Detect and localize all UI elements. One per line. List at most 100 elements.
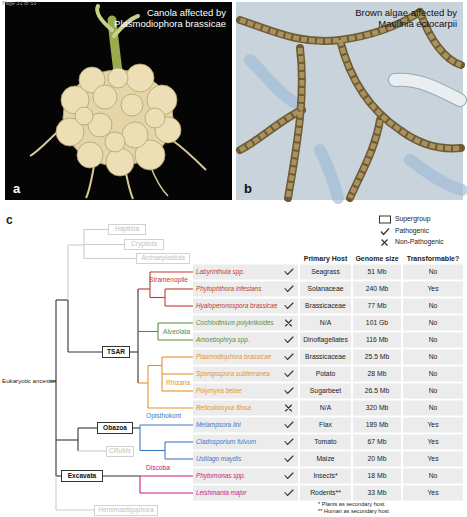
clubroot-photo-part-part — [93, 85, 117, 109]
table-cell: Potato — [316, 371, 336, 378]
panel-letter: b — [244, 182, 252, 195]
legend-text: Non-Pathogenic — [395, 239, 444, 246]
table-cell: 20 Mb — [368, 456, 387, 463]
clubroot-photo-part — [97, 6, 112, 30]
table-bands-part — [300, 282, 351, 297]
table-bands-part — [403, 452, 463, 467]
faded-supergroup-box: Cryptista — [124, 239, 164, 250]
tree-backbone-part — [68, 351, 102, 352]
clubroot-photo-part — [56, 64, 181, 176]
alveolata-branches-part — [158, 339, 193, 340]
clade-name: Opisthokont — [146, 413, 181, 420]
supergroup-box: Excavata — [61, 470, 103, 482]
pathogen-marks-part — [285, 303, 293, 309]
tree-faded-branches-part — [56, 509, 94, 510]
faded-supergroup-box: Archaeplastida — [136, 253, 190, 264]
pathogen-marks-part — [285, 269, 293, 275]
table-bands-part — [353, 299, 401, 314]
taxon-name: Cochlodinium polykrikoides — [196, 320, 273, 326]
table-bands-part — [403, 316, 463, 331]
table-cell: Dinoflagellates — [303, 337, 348, 344]
table-cell: 116 Mb — [366, 337, 388, 344]
clubroot-photo-part-part — [121, 94, 143, 116]
taxon-name: Spongospora subterranea — [196, 371, 270, 377]
opisthokont-branches-part — [139, 425, 140, 451]
taxon-name: Hyaloperonospora brassicae — [196, 303, 277, 309]
table-bands-part — [193, 452, 298, 467]
table-bands-part — [193, 384, 298, 399]
algae-photo-part — [395, 80, 460, 100]
supergroup-name: Cryptista — [131, 241, 157, 248]
table-cell: 320 Mb — [366, 405, 389, 412]
page-note: Page 31 of 53 — [2, 1, 36, 7]
supergroup-symbol — [380, 216, 391, 223]
table-bands-part — [300, 265, 351, 280]
clade-name: Stramenopile — [149, 277, 188, 284]
algae-photo-part-part — [350, 120, 380, 198]
alveolata-branches-part — [138, 331, 158, 332]
legend-entry: Supergroup — [379, 215, 431, 224]
table-cell: N/A — [320, 320, 331, 327]
legend-text: Pathogenic — [395, 228, 429, 235]
table-cell: Brassicaceae — [305, 303, 346, 310]
table-bands-part — [193, 486, 298, 501]
legend-swatch — [379, 227, 391, 236]
table-bands-part — [193, 350, 298, 365]
table-bands-part — [193, 265, 298, 280]
table-bands-part — [403, 350, 463, 365]
footnote: * Plants as secondary host — [318, 502, 384, 508]
table-bands-part — [300, 452, 351, 467]
pathogen-marks-part — [285, 490, 293, 496]
table-bands-part — [403, 265, 463, 280]
table-bands-part — [300, 299, 351, 314]
algae-photo-part — [236, 2, 463, 200]
supergroup-name: TSAR — [107, 349, 125, 356]
algae-photo-part-part — [288, 48, 302, 198]
taxon-name: Amoebophrya spp. — [196, 337, 250, 343]
algae-photo-part-part — [410, 160, 462, 190]
table-cell: 26.5 Mb — [365, 388, 390, 395]
table-cell: 51 Mb — [368, 269, 387, 276]
table-bands-part — [403, 435, 463, 450]
table-bands-part — [300, 384, 351, 399]
photo-panel: Canola affected by Plasmodiophora brassi… — [5, 2, 232, 200]
legend-swatch — [379, 238, 391, 247]
algae-photo-part — [240, 12, 461, 198]
table-cell: 240 Mb — [366, 286, 389, 293]
table-cell: Yes — [427, 490, 438, 497]
algae-photo-part — [395, 80, 460, 100]
algae-photo-part-part — [340, 40, 461, 148]
table-cell: Yes — [427, 456, 438, 463]
table-bands-part — [193, 401, 298, 416]
table-bands-part — [403, 333, 463, 348]
table-cell: Brassicaceae — [305, 354, 346, 361]
table-bands-part — [353, 333, 401, 348]
clubroot-photo-part-part — [145, 108, 165, 128]
pathogen-marks-part — [285, 456, 293, 462]
table-bands-part — [353, 452, 401, 467]
stramenopile-branches-part — [165, 288, 193, 289]
tree-backbone-part — [78, 427, 97, 428]
table-header: Primary Host — [304, 255, 348, 262]
stramenopile-branches-part — [164, 289, 165, 306]
tree-backbone-part — [133, 427, 140, 428]
tree-faded-branches-part — [68, 244, 84, 245]
opisthokont-branches-part — [140, 424, 193, 425]
clubroot-photo-part-part — [75, 107, 93, 125]
faded-supergroup-box: Hemimastigophora — [94, 505, 158, 516]
rhizaria-branches-part — [162, 356, 193, 357]
panel-letter: c — [6, 214, 13, 226]
table-bands-part — [403, 401, 463, 416]
table-bands-part — [193, 367, 298, 382]
table-cell: 25.5 Mb — [365, 354, 390, 361]
stramenopile-branches-part — [165, 305, 193, 306]
pathogen-marks-part — [285, 388, 293, 394]
rhizaria-branches-part — [147, 366, 148, 409]
pathogen-marks-part — [285, 286, 293, 292]
table-cell: Yes — [427, 286, 438, 293]
stramenopile-branches-part — [150, 297, 165, 298]
algae-photo-part-part — [240, 110, 302, 150]
table-bands-part — [193, 299, 298, 314]
algae-photo-part-part — [240, 110, 302, 150]
